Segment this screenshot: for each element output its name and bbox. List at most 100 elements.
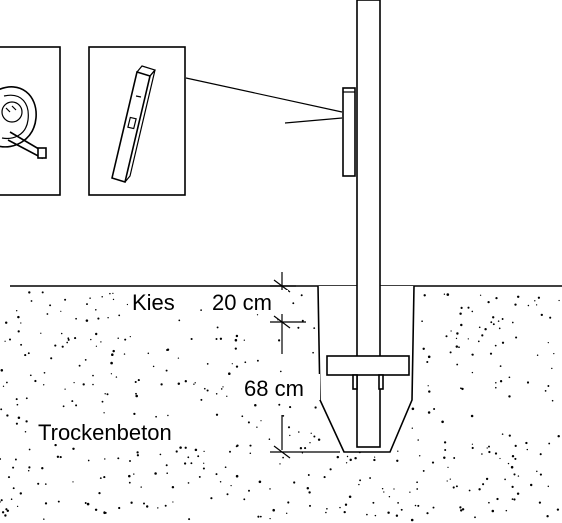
soil-speckle bbox=[307, 474, 310, 476]
soil-speckle bbox=[525, 441, 528, 445]
soil-speckle bbox=[508, 395, 511, 398]
soil-speckle bbox=[460, 306, 463, 309]
soil-speckle bbox=[358, 483, 360, 486]
soil-speckle bbox=[282, 456, 284, 459]
soil-speckle bbox=[231, 363, 233, 365]
soil-speckle bbox=[117, 337, 119, 340]
soil-speckle bbox=[514, 444, 517, 448]
soil-speckle bbox=[511, 498, 514, 500]
pointer-line-upper bbox=[185, 77, 343, 113]
soil-speckle bbox=[135, 392, 137, 395]
soil-speckle bbox=[511, 321, 514, 324]
soil-speckle bbox=[219, 337, 223, 340]
soil-speckle bbox=[325, 511, 327, 514]
soil-speckle bbox=[411, 427, 413, 429]
soil-speckle bbox=[446, 480, 448, 482]
soil-speckle bbox=[507, 462, 510, 465]
pointer-line-lower bbox=[284, 117, 343, 124]
soil-speckle bbox=[165, 369, 168, 372]
soil-speckle bbox=[107, 316, 109, 319]
soil-speckle bbox=[254, 403, 257, 407]
soil-speckle bbox=[285, 512, 288, 515]
soil-speckle bbox=[456, 363, 459, 366]
soil-speckle bbox=[427, 385, 429, 387]
soil-speckle bbox=[488, 501, 490, 504]
soil-speckle bbox=[447, 466, 449, 469]
soil-speckle bbox=[481, 334, 484, 337]
anchor-plate bbox=[326, 355, 410, 376]
soil-speckle bbox=[1, 511, 5, 514]
soil-speckle bbox=[372, 501, 375, 504]
soil-speckle bbox=[374, 514, 377, 517]
soil-speckle bbox=[492, 323, 495, 326]
soil-speckle bbox=[423, 294, 426, 297]
soil-speckle bbox=[118, 506, 121, 510]
soil-speckle bbox=[258, 480, 262, 484]
soil-speckle bbox=[455, 485, 458, 488]
soil-speckle bbox=[86, 303, 88, 306]
soil-speckle bbox=[299, 447, 303, 450]
soil-speckle bbox=[20, 343, 23, 346]
soil-speckle bbox=[41, 467, 44, 470]
soil-speckle bbox=[257, 515, 260, 518]
soil-speckle bbox=[312, 351, 314, 354]
soil-speckle bbox=[546, 515, 549, 518]
soil-speckle bbox=[540, 313, 543, 317]
soil-speckle bbox=[497, 320, 500, 322]
soil-speckle bbox=[25, 397, 28, 400]
soil-speckle bbox=[482, 483, 485, 486]
soil-speckle bbox=[501, 318, 504, 320]
soil-speckle bbox=[49, 304, 52, 307]
soil-speckle bbox=[99, 477, 102, 480]
soil-speckle bbox=[133, 473, 135, 475]
soil-speckle bbox=[450, 330, 452, 332]
soil-speckle bbox=[309, 504, 311, 507]
soil-speckle bbox=[495, 382, 497, 384]
soil-speckle bbox=[234, 347, 237, 350]
soil-speckle bbox=[24, 431, 27, 433]
soil-speckle bbox=[460, 387, 462, 390]
soil-speckle bbox=[152, 365, 155, 368]
tape-measure-inset bbox=[0, 46, 61, 196]
soil-speckle bbox=[184, 380, 187, 383]
soil-speckle bbox=[397, 502, 399, 504]
soil-speckle bbox=[130, 501, 133, 504]
soil-speckle bbox=[10, 498, 13, 500]
soil-speckle bbox=[44, 483, 47, 485]
soil-speckle bbox=[495, 386, 497, 389]
soil-speckle bbox=[459, 506, 462, 509]
soil-speckle bbox=[92, 383, 94, 386]
post bbox=[356, 0, 381, 448]
soil-speckle bbox=[133, 412, 136, 416]
soil-speckle bbox=[84, 359, 87, 361]
soil-speckle bbox=[455, 337, 458, 340]
soil-speckle bbox=[190, 337, 193, 341]
soil-speckle bbox=[235, 365, 239, 368]
soil-speckle bbox=[103, 476, 106, 479]
soil-speckle bbox=[247, 421, 250, 424]
soil-speckle bbox=[106, 393, 109, 396]
soil-speckle bbox=[498, 327, 501, 330]
soil-speckle bbox=[468, 489, 471, 492]
soil-speckle bbox=[313, 435, 316, 438]
soil-speckle bbox=[459, 509, 463, 512]
soil-speckle bbox=[27, 352, 30, 355]
soil-speckle bbox=[215, 413, 219, 416]
soil-speckle bbox=[54, 344, 57, 347]
soil-speckle bbox=[42, 384, 45, 386]
soil-speckle bbox=[536, 470, 538, 473]
soil-speckle bbox=[336, 455, 340, 459]
soil-speckle bbox=[417, 439, 419, 441]
soil-speckle bbox=[366, 513, 368, 516]
soil-speckle bbox=[272, 508, 275, 512]
soil-speckle bbox=[86, 502, 90, 506]
soil-speckle bbox=[229, 450, 231, 453]
soil-speckle bbox=[210, 497, 213, 500]
soil-speckle bbox=[443, 456, 446, 460]
soil-speckle bbox=[418, 455, 421, 457]
soil-speckle bbox=[499, 365, 502, 367]
soil-speckle bbox=[89, 297, 91, 299]
soil-speckle bbox=[6, 414, 9, 417]
soil-speckle bbox=[129, 460, 131, 462]
